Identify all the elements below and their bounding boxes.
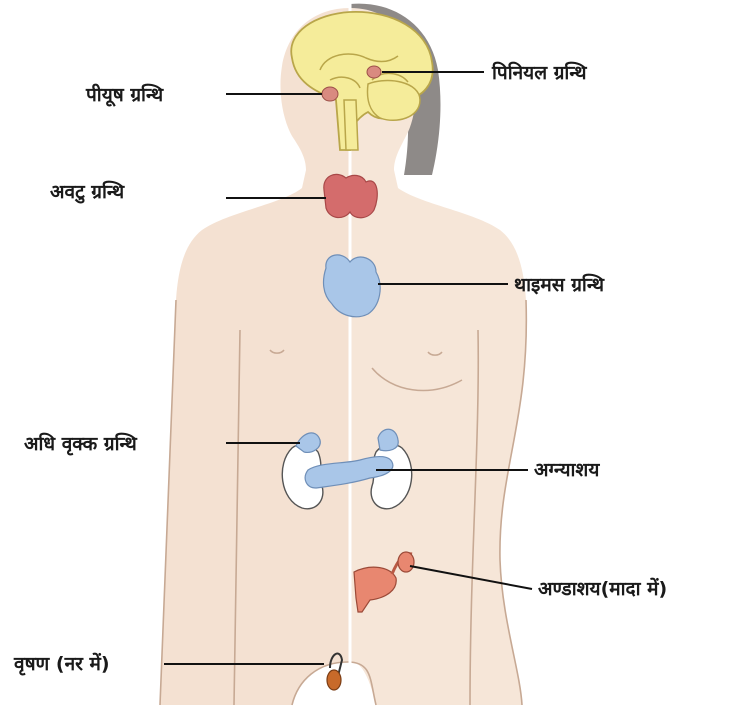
label-pancreas: अग्न्याशय [534, 459, 600, 481]
pituitary-gland [322, 87, 338, 101]
label-adrenal: अधि वृक्क ग्रन्थि [24, 432, 138, 456]
label-pituitary: पीयूष ग्रन्थि [85, 83, 164, 107]
ovary [398, 552, 414, 572]
pineal-gland [367, 66, 381, 78]
label-pineal: पिनियल ग्रन्थि [491, 61, 587, 84]
label-thymus: थाइमस ग्रन्थि [514, 273, 605, 296]
thyroid-gland [324, 174, 377, 217]
label-thyroid: अवटु ग्रन्थि [50, 180, 125, 204]
cerebellum [368, 81, 421, 121]
label-testis: वृषण (नर में) [13, 652, 110, 676]
adrenal-gland-right [378, 429, 398, 450]
testis [327, 670, 341, 690]
brainstem [344, 100, 358, 150]
label-ovary: अण्डाशय(मादा में) [538, 577, 667, 600]
body-left-half [160, 8, 350, 705]
